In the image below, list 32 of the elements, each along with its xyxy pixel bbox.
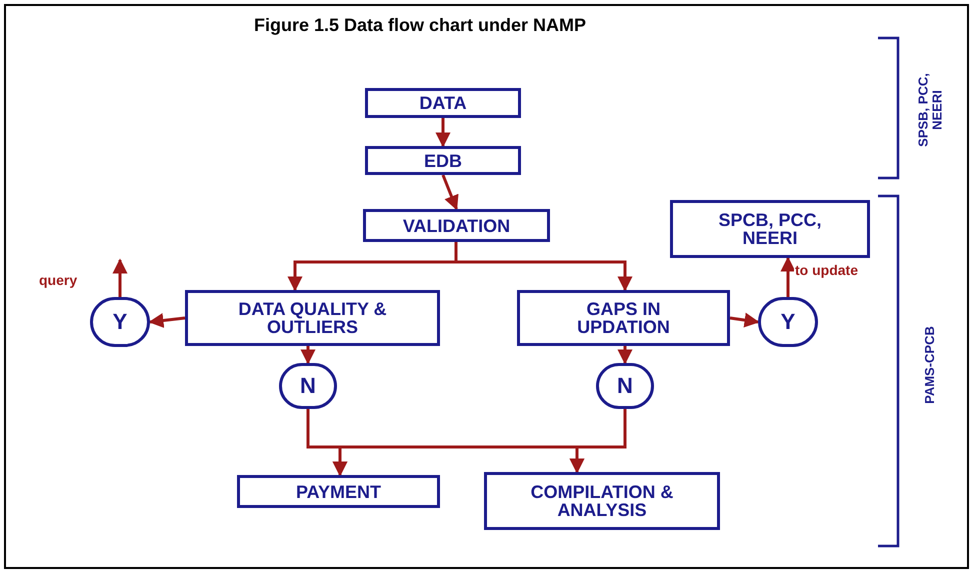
node-label: DATA [419, 94, 467, 112]
arrow [436, 118, 450, 148]
title: Figure 1.5 Data flow chart under NAMP [252, 14, 588, 37]
node-label: DATA QUALITY & OUTLIERS [237, 300, 388, 336]
node-label: Y [112, 311, 128, 333]
edge-label: to update [794, 263, 859, 277]
process-box [365, 146, 521, 175]
side-label: PAMS-CPCB [923, 325, 937, 406]
process-box [517, 290, 730, 346]
side-label: SPSB, PCC, NEERI [916, 72, 944, 149]
arrow [112, 258, 128, 297]
node-label: Y [780, 311, 796, 333]
node-label: N [300, 375, 316, 397]
arrow [442, 174, 458, 210]
process-box [185, 290, 440, 346]
process-box [670, 200, 870, 258]
process-box [363, 209, 550, 242]
process-box [365, 88, 521, 118]
process-box [237, 475, 440, 508]
node-label: N [617, 375, 633, 397]
node-label: PAYMENT [296, 482, 382, 500]
arrow [730, 312, 760, 328]
node-label: EDB [424, 152, 462, 170]
node-label: VALIDATION [402, 216, 510, 234]
arrow [780, 256, 796, 297]
node-label: COMPILATION & ANALYSIS [530, 483, 674, 519]
node-label: SPCB, PCC, NEERI [717, 211, 823, 247]
node-label: GAPS IN UPDATION [576, 300, 671, 336]
arrow [300, 346, 316, 364]
process-box [484, 472, 720, 530]
arrow [618, 346, 632, 364]
arrow [148, 313, 186, 328]
